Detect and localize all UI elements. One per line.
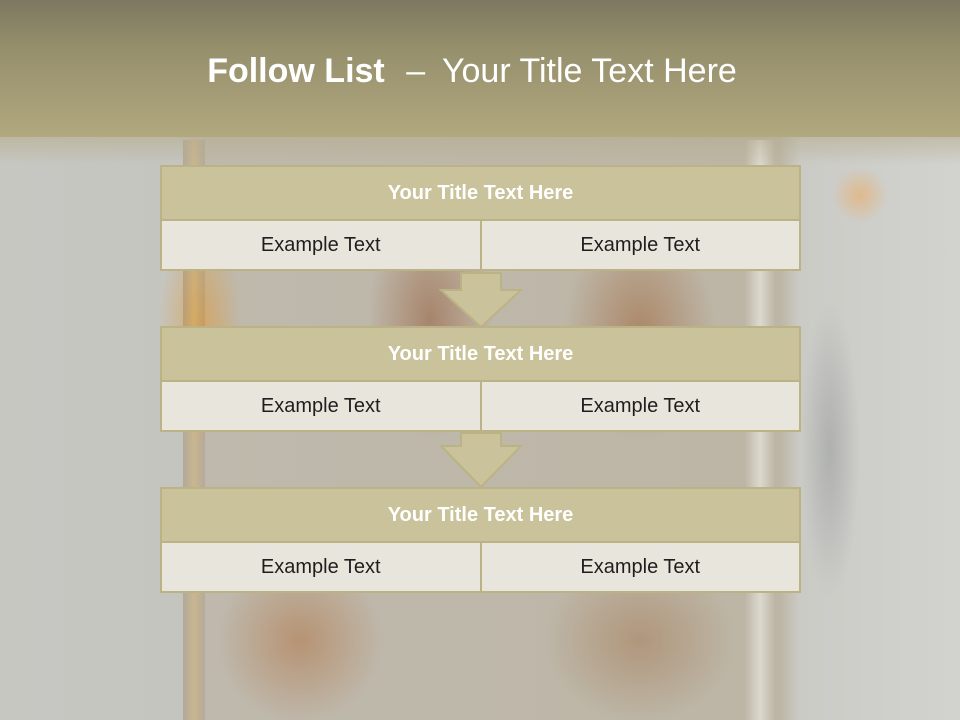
list-block-cell-right: Example Text	[479, 543, 800, 591]
list-block-title: Your Title Text Here	[160, 487, 801, 543]
slide-title-bold: Follow List	[207, 52, 385, 90]
list-block-cell-left: Example Text	[260, 394, 381, 417]
list-block-cell-right: Example Text	[479, 221, 800, 269]
list-block-1: Your Title Text Here Example Text Exampl…	[160, 165, 801, 271]
down-arrow-icon	[439, 432, 523, 488]
list-block-row: Example Text Example Text	[160, 543, 801, 593]
title-bar-shadow	[0, 137, 960, 165]
list-block-title: Your Title Text Here	[160, 326, 801, 382]
title-bar	[0, 0, 960, 137]
list-block-cell-left: Example Text	[260, 233, 381, 256]
list-block-title: Your Title Text Here	[160, 165, 801, 221]
list-block-row: Example Text Example Text	[160, 382, 801, 432]
slide-title: Follow List – Your Title Text Here	[0, 52, 944, 91]
down-arrow-icon	[439, 272, 523, 328]
list-block-3: Your Title Text Here Example Text Exampl…	[160, 487, 801, 593]
background-shadow	[800, 300, 860, 600]
list-block-2: Your Title Text Here Example Text Exampl…	[160, 326, 801, 432]
list-block-cell-right: Example Text	[479, 382, 800, 430]
list-block-cell-left: Example Text	[260, 555, 381, 578]
slide-title-rest: Your Title Text Here	[441, 52, 737, 90]
slide-title-separator: –	[406, 52, 426, 90]
list-block-row: Example Text Example Text	[160, 221, 801, 271]
